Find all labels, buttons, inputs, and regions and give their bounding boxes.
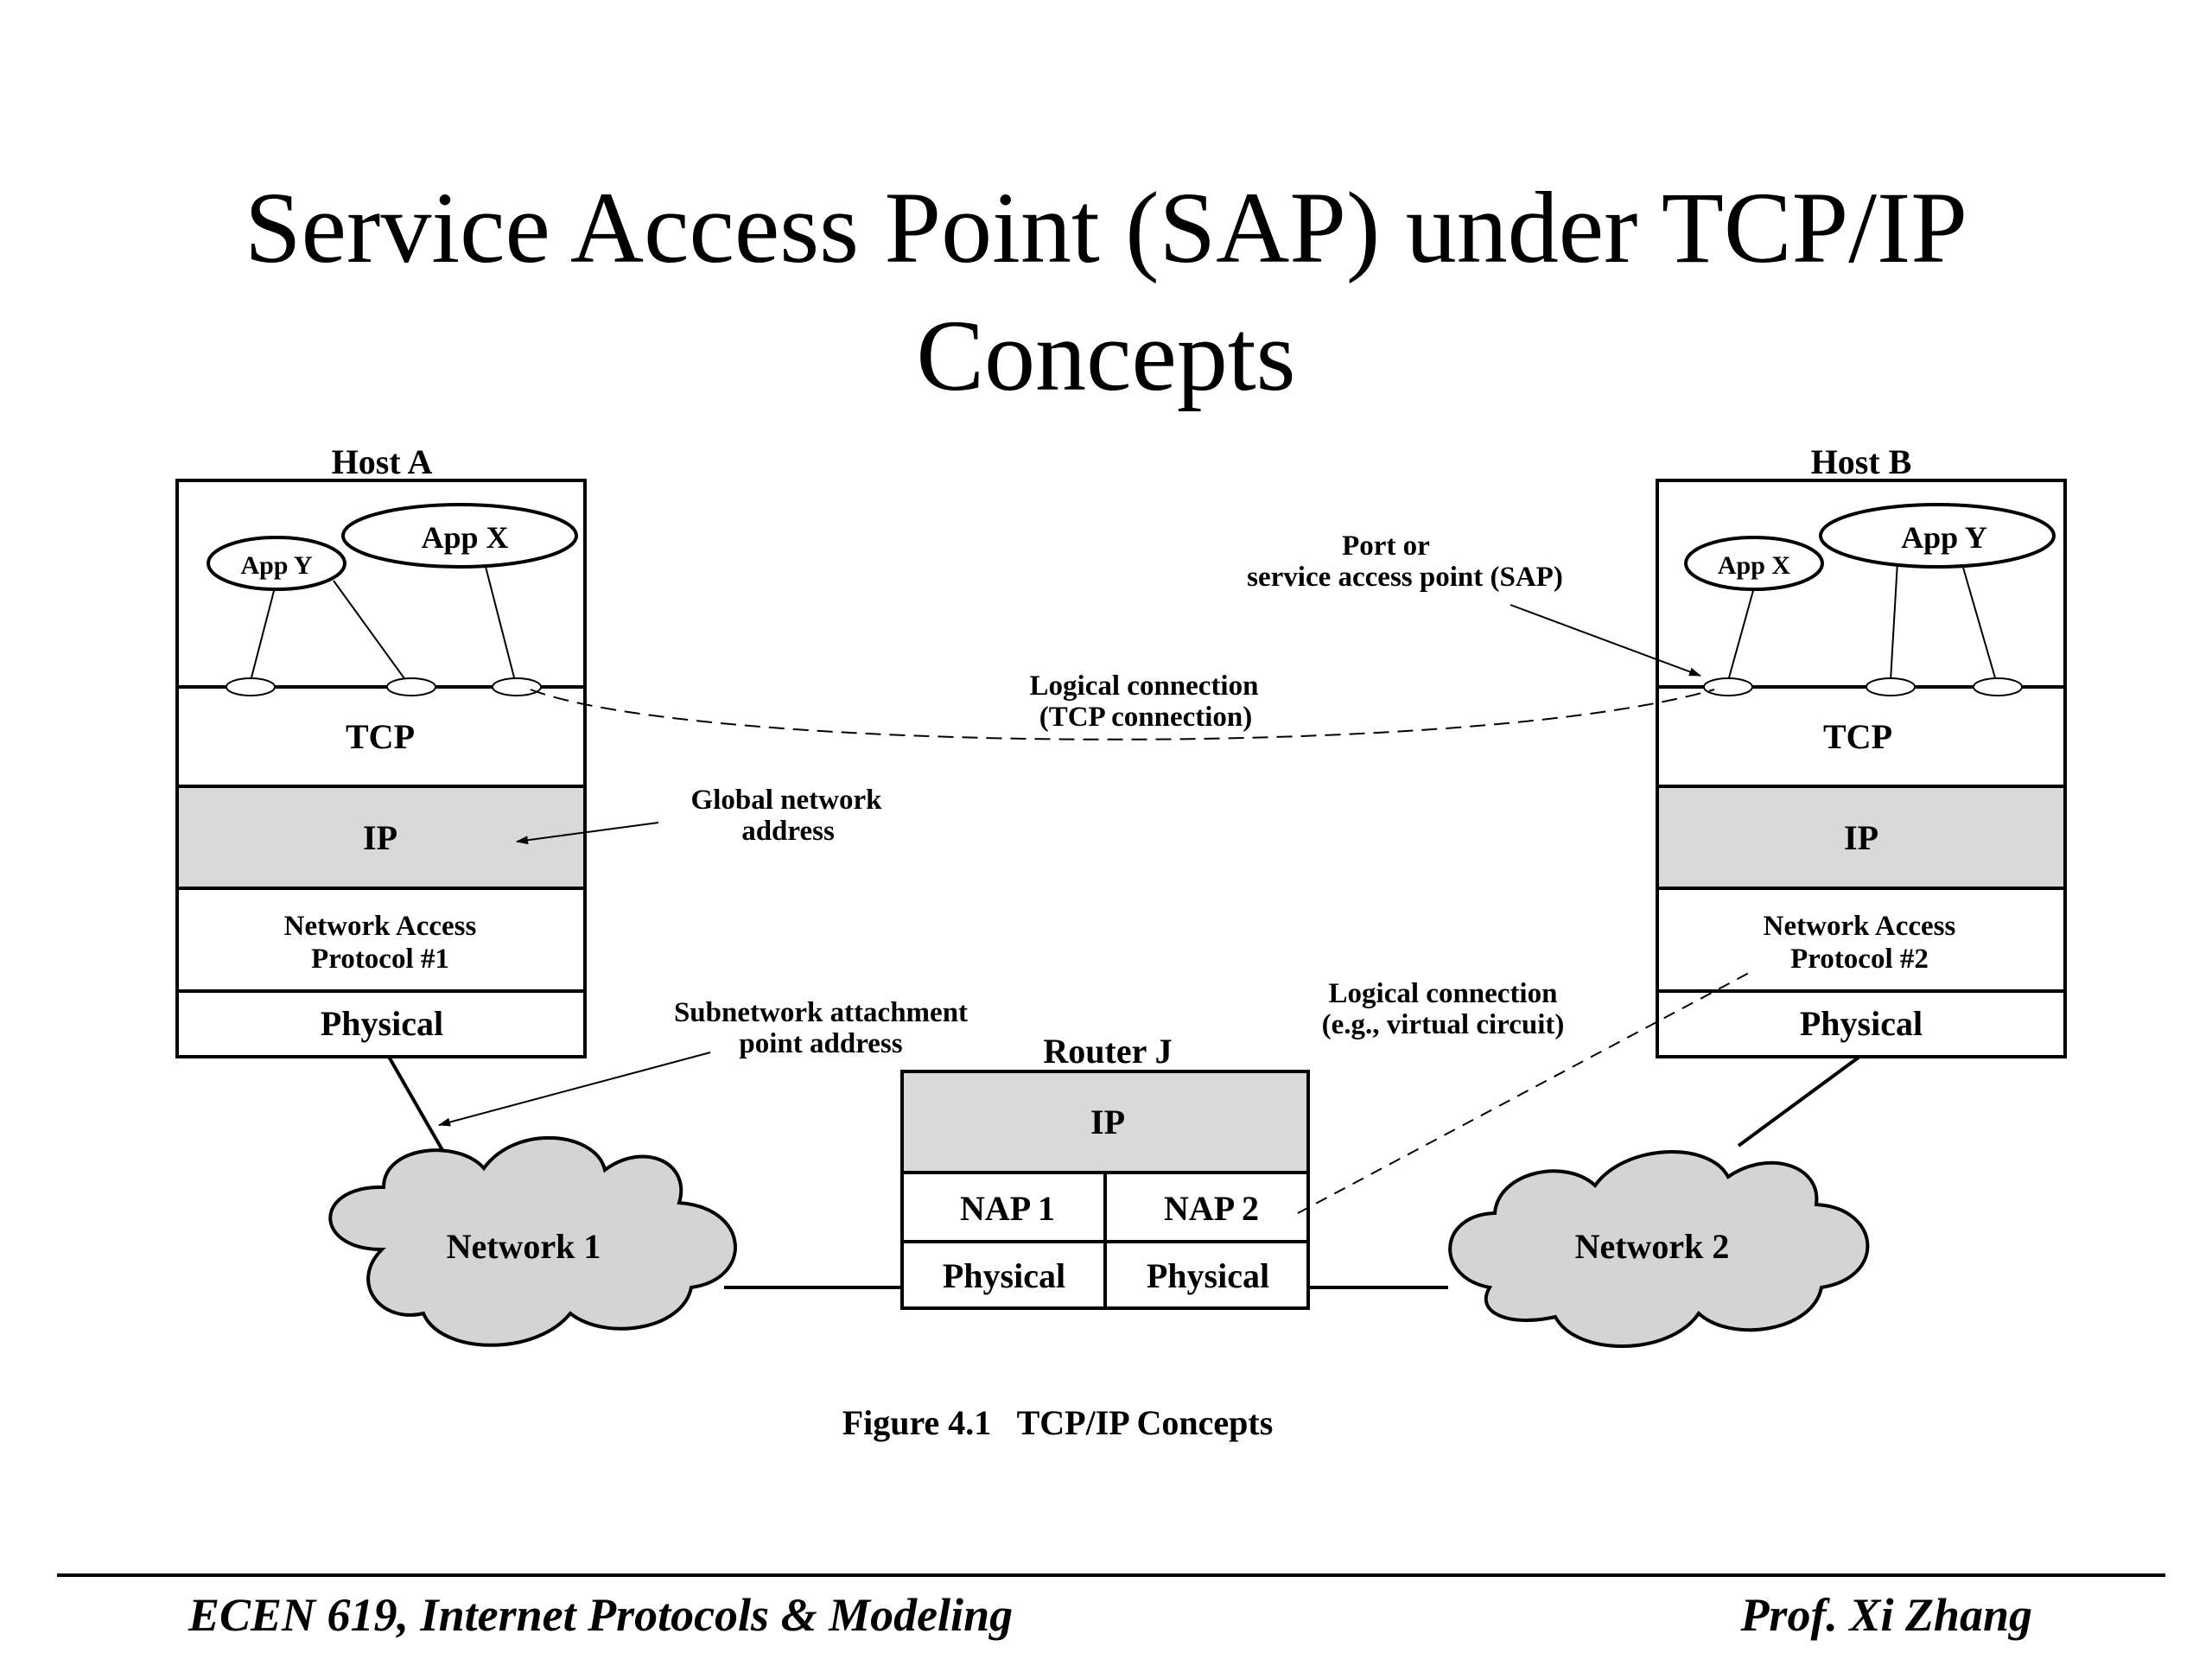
- router-nap2-label: NAP 2: [1164, 1189, 1259, 1228]
- subnetwork-address-arrow: [438, 1052, 711, 1127]
- host-b-label: Host B: [1811, 442, 1912, 481]
- footer-course: ECEN 619, Internet Protocols & Modeling: [188, 1589, 1014, 1641]
- global-address-annotation-line-2: address: [741, 816, 835, 847]
- router-nap1-label: NAP 1: [960, 1189, 1055, 1228]
- slide-title-line-2: Concepts: [916, 299, 1296, 412]
- host-b-sap-port-3: [1973, 677, 2023, 696]
- host-a-tcp-label: TCP: [346, 717, 415, 756]
- host-b-app-y-link-1: [1890, 561, 1898, 682]
- host-a-ip-layer: [179, 786, 583, 888]
- host-b-app-y-link-2: [1961, 561, 1997, 682]
- host-a-nap-label-line-2: Protocol #1: [311, 944, 449, 975]
- port-sap-annotation-line-2: service access point (SAP): [1247, 562, 1563, 593]
- slide-title-line-1: Service Access Point (SAP) under TCP/IP: [245, 171, 1967, 284]
- logical-virtual-circuit-line: [1297, 972, 1750, 1214]
- host-b-app-x-link: [1727, 587, 1755, 682]
- host-b-sap-port-2: [1866, 677, 1916, 696]
- port-sap-annotation-line-1: Port or: [1342, 531, 1430, 562]
- host-b-nap-label-line-2: Protocol #2: [1790, 944, 1929, 975]
- logical-vc-annotation-line-2: (e.g., virtual circuit): [1322, 1009, 1565, 1040]
- subnetwork-annotation-line-2: point address: [739, 1028, 902, 1059]
- host-a-app-y-link-2: [333, 580, 407, 682]
- host-b-ip-layer: [1659, 786, 2063, 888]
- network-1-label: Network 1: [447, 1227, 601, 1266]
- host-b-nap-label-line-1: Network Access: [1764, 911, 1956, 942]
- host-b-app-x-oval: [1684, 536, 1824, 591]
- logical-tcp-annotation-line-1: Logical connection: [1030, 671, 1259, 702]
- host-b-physical-label: Physical: [1800, 1004, 1923, 1043]
- host-a-app-x-label: App X: [421, 520, 508, 555]
- host-a-sap-port-2: [386, 677, 436, 696]
- host-a-physical-label: Physical: [321, 1004, 443, 1043]
- host-b-to-network2-link: [1737, 1055, 1861, 1147]
- logical-tcp-connection-line: [530, 689, 1715, 741]
- host-b-ip-label: IP: [1844, 818, 1878, 857]
- footer-divider: [57, 1573, 2165, 1577]
- logical-tcp-annotation-line-2: (TCP connection): [1039, 702, 1253, 733]
- router-physical-label-2: Physical: [1147, 1256, 1269, 1295]
- host-a-app-x-link: [483, 559, 516, 682]
- host-a-app-y-label: App Y: [240, 551, 312, 580]
- network-2-label: Network 2: [1575, 1227, 1730, 1266]
- host-a: Host A App Y App X TCP IP Network Access…: [175, 442, 587, 1058]
- host-b-app-y-label: App Y: [1901, 520, 1987, 555]
- router-ip-layer: [900, 1070, 1310, 1174]
- network-1-cloud: Network 1: [328, 1135, 737, 1347]
- network-2-cloud-shape: [1448, 1150, 1870, 1348]
- host-a-sap-port-1: [226, 677, 276, 696]
- subnetwork-annotation-line-1: Subnetwork attachment: [674, 997, 968, 1028]
- figure-caption: Figure 4.1 TCP/IP Concepts: [842, 1403, 1274, 1442]
- network-2-cloud: Network 2: [1448, 1150, 1870, 1348]
- host-a-app-y-oval: [207, 536, 346, 591]
- router-ip-label: IP: [1090, 1103, 1125, 1141]
- host-b-sap-port-1: [1703, 677, 1753, 696]
- host-a-app-y-link-1: [250, 587, 276, 682]
- host-b-app-y-oval: [1819, 503, 2056, 569]
- logical-vc-annotation-line-1: Logical connection: [1329, 978, 1558, 1009]
- host-b-tcp-label: TCP: [1823, 717, 1892, 756]
- host-a-app-x-oval: [341, 503, 578, 569]
- router-label: Router J: [1043, 1032, 1172, 1071]
- host-b-app-x-label: App X: [1718, 551, 1791, 580]
- global-address-annotation-line-1: Global network: [691, 785, 883, 816]
- host-a-sap-port-3: [492, 677, 542, 696]
- router-j: Router J IP NAP 1 NAP 2 Physical Physica…: [900, 1032, 1310, 1310]
- global-address-arrow: [516, 822, 659, 845]
- footer-instructor: Prof. Xi Zhang: [1740, 1589, 2032, 1641]
- router-physical-label-1: Physical: [943, 1256, 1065, 1295]
- slide-title: Service Access Point (SAP) under TCP/IP …: [0, 164, 2212, 420]
- port-sap-arrow: [1510, 604, 1701, 677]
- host-a-ip-label: IP: [363, 818, 397, 857]
- host-b: Host B App X App Y TCP IP Network Access…: [1656, 442, 2067, 1058]
- host-a-label: Host A: [332, 442, 433, 481]
- host-a-nap-label-line-1: Network Access: [284, 911, 477, 942]
- network-1-cloud-shape: [328, 1135, 737, 1347]
